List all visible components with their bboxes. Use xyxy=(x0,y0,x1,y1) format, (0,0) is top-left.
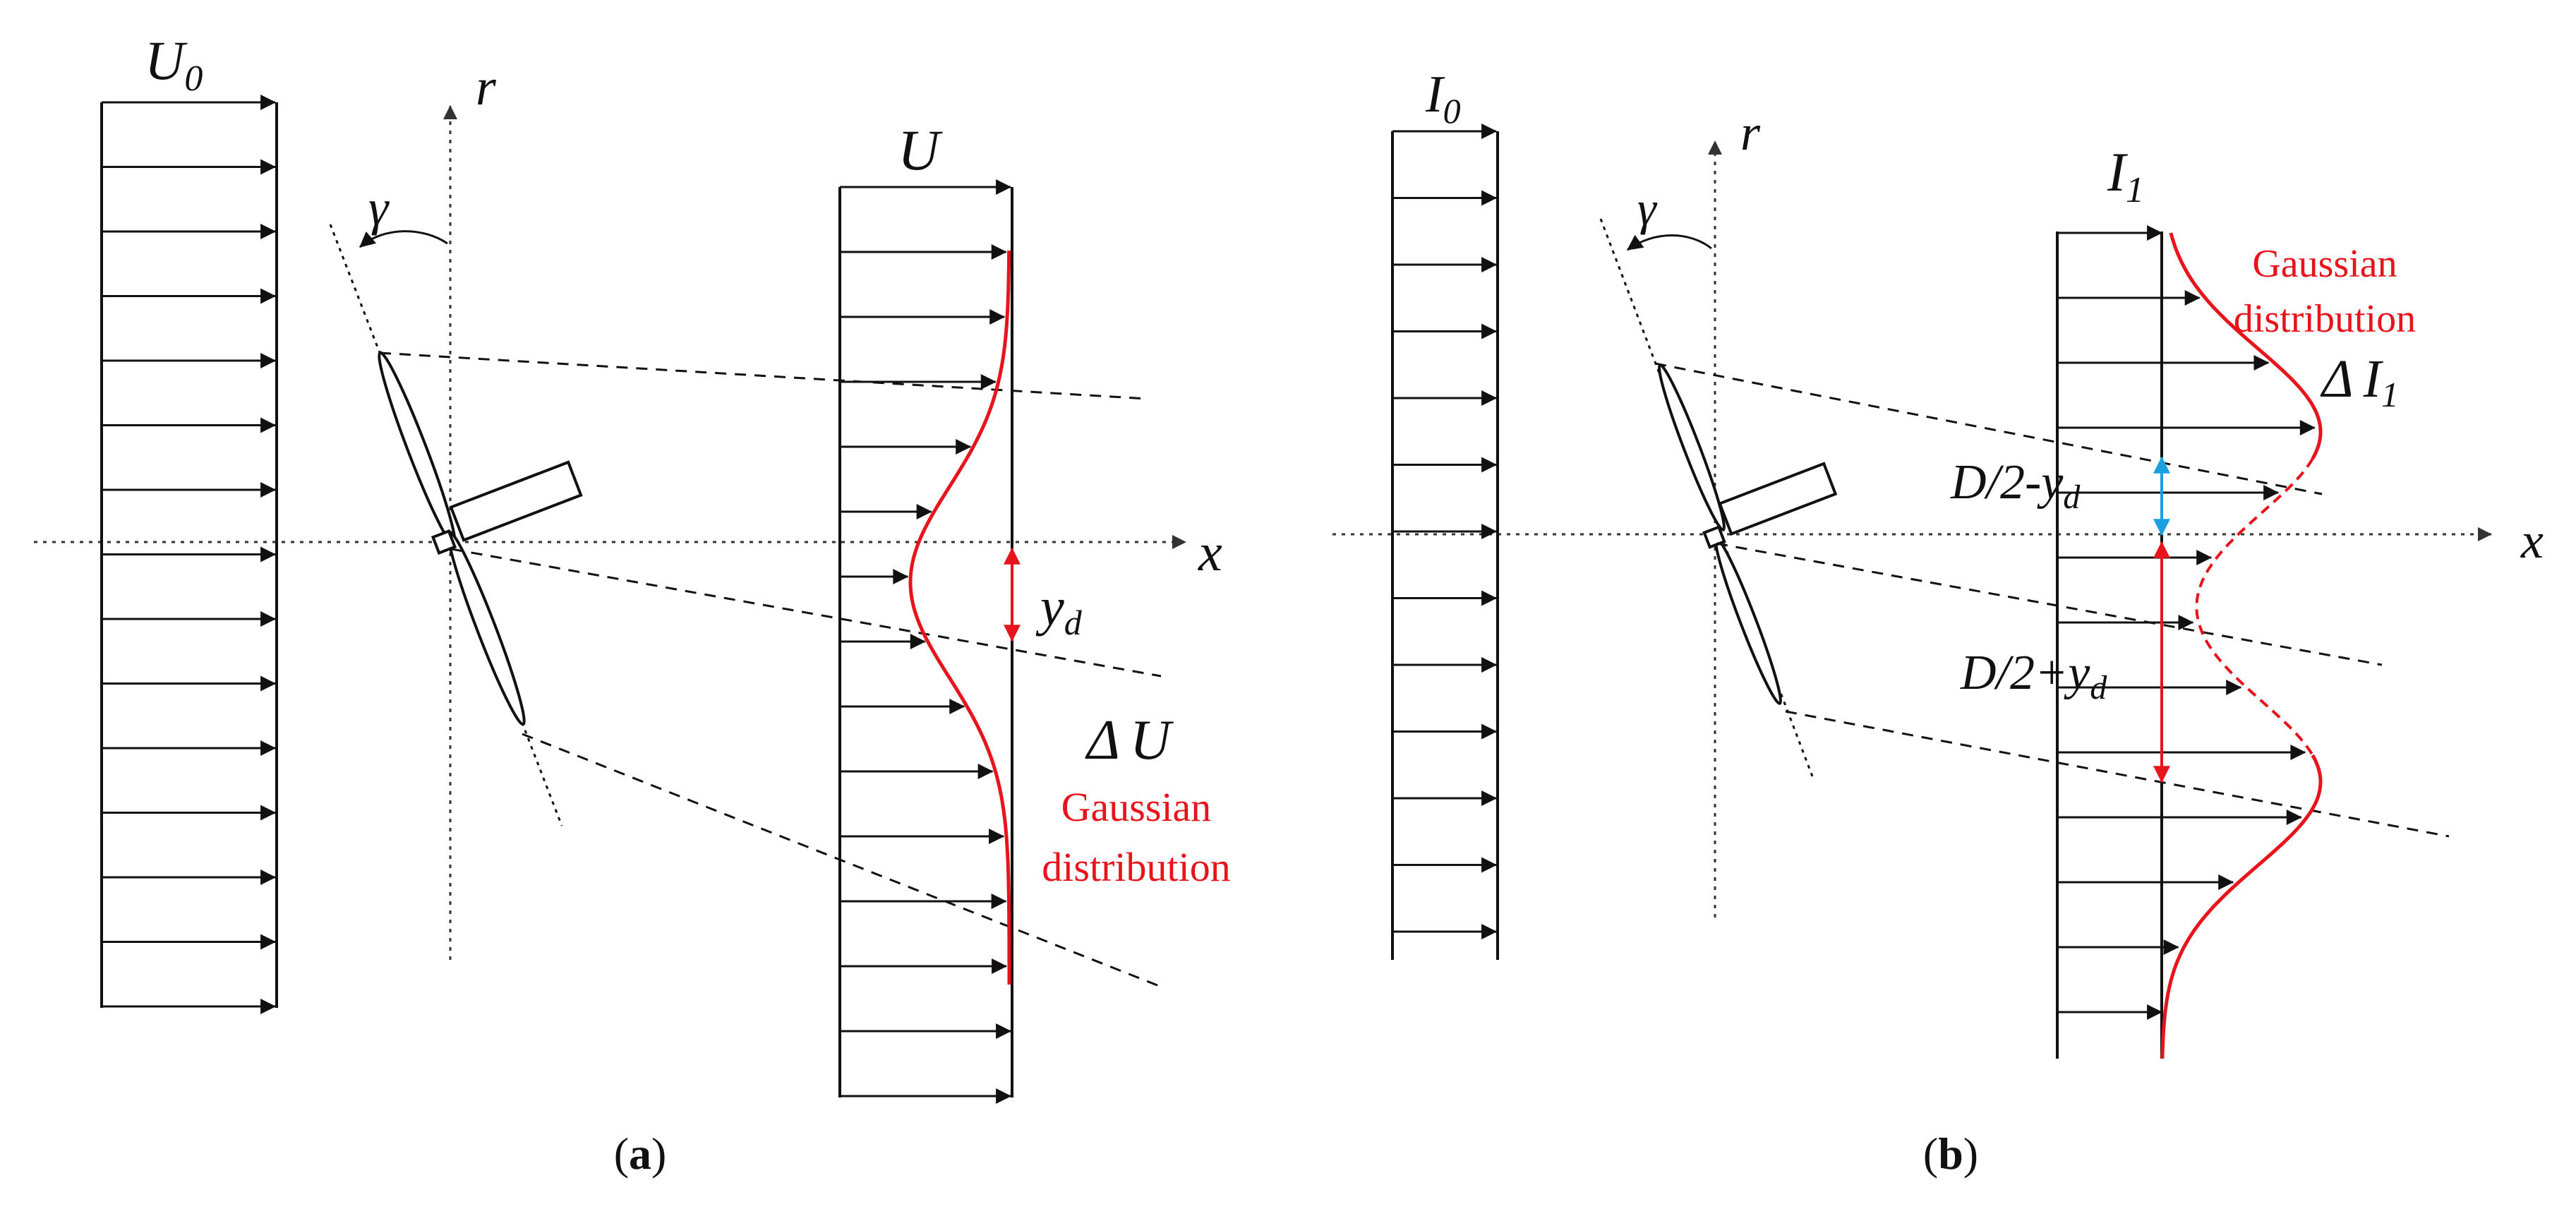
panel-a-wake-lines xyxy=(379,351,1165,990)
panel-a-nacelle xyxy=(449,460,583,542)
panel-b-yaw-angle-arrow xyxy=(1627,234,1712,251)
panel-b-wake-profile xyxy=(2056,225,2323,1059)
panel-a-x-axis-label: x xyxy=(1198,523,1222,582)
panel-b-gaussian-label-line1: Gaussian xyxy=(2252,242,2397,286)
panel-a-gaussian-label-line2: distribution xyxy=(1042,844,1230,890)
panel-a-yaw-angle-label: γ xyxy=(368,179,390,236)
panel-b-upper-blade xyxy=(1658,363,1726,531)
panel-b-gaussian-curve-lower xyxy=(2160,754,2323,1059)
panel-a-gaussian-label-line1: Gaussian xyxy=(1061,784,1212,830)
panel-a-offset-label: yd xyxy=(1035,577,1083,642)
panel-a-wake-arrows xyxy=(840,179,1012,1104)
panel-b-inflow-label: I0 xyxy=(1425,66,1461,131)
panel-a-inflow-profile xyxy=(100,95,278,1014)
panel-a-yawed-rotor xyxy=(329,224,583,826)
panel-a-upper-blade xyxy=(378,351,457,547)
panel-b-lower-half-span-label: D/2+yd xyxy=(1960,646,2107,706)
panel-b: I0 I1 r x γ D/2-yd D/2+yd Gaussian distr… xyxy=(1332,66,2544,1179)
panel-a-lower-blade xyxy=(447,530,526,726)
panel-b-inflow-profile xyxy=(1391,124,1499,960)
panel-b-wake-arrows xyxy=(2057,225,2316,1020)
panel-b-yawed-rotor xyxy=(1599,218,1838,777)
panel-a-hub xyxy=(431,529,457,555)
panel-b-wake-lines xyxy=(1654,362,2450,838)
panel-a-r-axis-label: r xyxy=(476,59,497,116)
panel-b-gaussian-curve-upper xyxy=(2169,232,2323,460)
panel-a-yaw-angle-arrow xyxy=(359,230,448,248)
panel-b-wake-label: I1 xyxy=(2107,141,2144,210)
panel-a-inflow-label: U0 xyxy=(145,30,203,99)
panel-b-lower-blade xyxy=(1714,537,1782,705)
panel-b-nacelle xyxy=(1718,462,1838,536)
panel-b-yaw-angle-label: γ xyxy=(1637,181,1658,235)
panel-b-caption: (b) xyxy=(1923,1129,1978,1179)
panel-b-x-axis-label: x xyxy=(2520,512,2544,569)
panel-a-gaussian-curve xyxy=(908,250,1011,985)
panel-b-gaussian-curve-overlap xyxy=(2195,457,2314,757)
panel-a-caption: (a) xyxy=(614,1129,667,1179)
panel-a-wake-label: U xyxy=(898,118,943,182)
panel-b-gaussian-label-line2: distribution xyxy=(2234,297,2416,341)
panel-b-upper-half-span-label: D/2-yd xyxy=(1950,455,2081,516)
panel-a-wake-profile xyxy=(838,179,1021,1104)
panel-a-inflow-arrows xyxy=(102,95,277,1014)
panel-b-r-axis-label: r xyxy=(1740,104,1761,161)
panel-b-inflow-arrows xyxy=(1392,124,1498,939)
